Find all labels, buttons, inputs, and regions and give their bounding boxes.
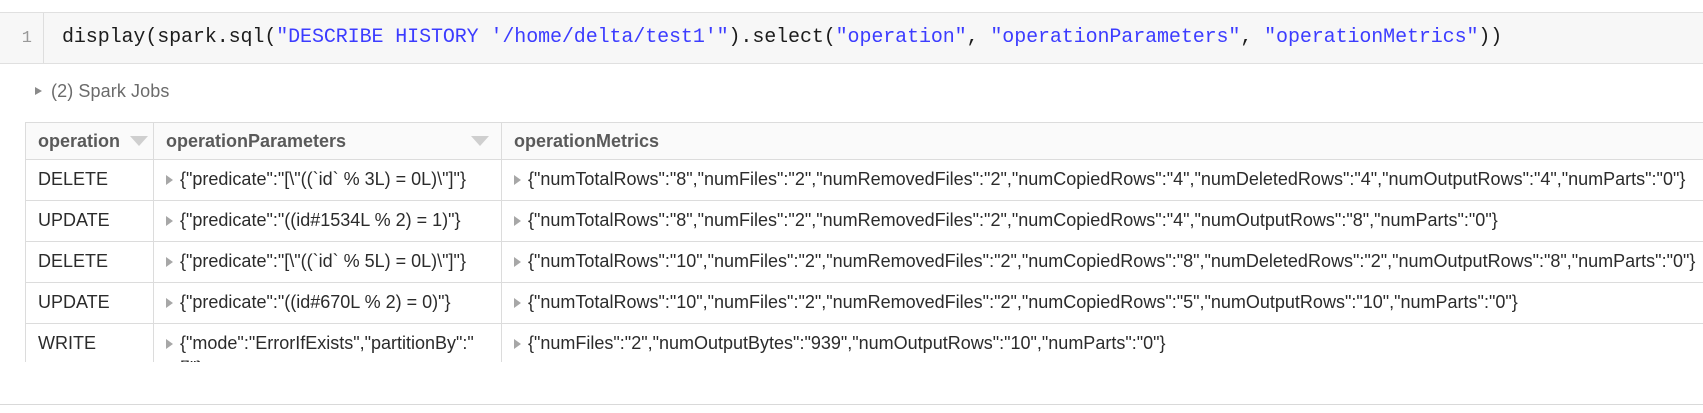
cell-operationParameters[interactable]: {"predicate":"((id#670L % 2) = 0)"} (153, 282, 502, 324)
cell-value: {"predicate":"[\"((`id` % 5L) = 0L)\"]"} (180, 251, 466, 271)
cell-value: {"numTotalRows":"10","numFiles":"2","num… (528, 251, 1696, 271)
triangle-right-icon[interactable] (514, 175, 521, 185)
triangle-right-icon[interactable] (166, 298, 173, 308)
table-row[interactable]: UPDATE {"predicate":"((id#1534L % 2) = 1… (25, 200, 1703, 242)
triangle-right-icon[interactable] (514, 339, 521, 349)
code-token-6: , (1240, 26, 1265, 49)
table-row[interactable]: DELETE {"predicate":"[\"((`id` % 3L) = 0… (25, 159, 1703, 201)
cell-operationParameters[interactable]: {"mode":"ErrorIfExists","partitionBy":"[… (153, 323, 502, 362)
column-header-operationMetrics[interactable]: operationMetrics (501, 122, 1703, 160)
column-header-label: operationMetrics (514, 130, 660, 151)
table-row[interactable]: WRITE {"mode":"ErrorIfExists","partition… (25, 323, 1703, 362)
cell-value: {"predicate":"[\"((`id` % 3L) = 0L)\"]"} (180, 169, 466, 189)
table-body: DELETE {"predicate":"[\"((`id` % 3L) = 0… (25, 159, 1703, 362)
table-row[interactable]: DELETE {"predicate":"[\"((`id` % 5L) = 0… (25, 241, 1703, 283)
cell-operationMetrics[interactable]: {"numFiles":"2","numOutputBytes":"939","… (501, 323, 1703, 362)
cell-operationParameters[interactable]: {"predicate":"((id#1534L % 2) = 1)"} (153, 200, 502, 242)
code-line-number: 1 (0, 13, 44, 63)
cell-operation: DELETE (25, 241, 154, 283)
code-token-1: "DESCRIBE HISTORY '/home/delta/test1'" (276, 26, 729, 49)
cell-operationMetrics[interactable]: {"numTotalRows":"10","numFiles":"2","num… (501, 241, 1703, 283)
spark-jobs-label: (2) Spark Jobs (51, 80, 170, 101)
cell-value: {"numTotalRows":"8","numFiles":"2","numR… (528, 169, 1686, 189)
column-header-operationParameters[interactable]: operationParameters (153, 122, 502, 160)
code-token-7: "operationMetrics" (1264, 26, 1479, 49)
spark-jobs-toggle[interactable]: (2) Spark Jobs (35, 78, 169, 104)
triangle-right-icon[interactable] (166, 175, 173, 185)
cell-value: {"numTotalRows":"8","numFiles":"2","numR… (528, 210, 1498, 230)
cell-operation: UPDATE (25, 282, 154, 324)
cell-value: {"numTotalRows":"10","numFiles":"2","num… (528, 292, 1518, 312)
cell-value: {"numFiles":"2","numOutputBytes":"939","… (528, 333, 1166, 353)
table-header-row: operation operationParameters operationM… (25, 122, 1703, 160)
triangle-right-icon[interactable] (514, 216, 521, 226)
column-header-label: operationParameters (166, 130, 347, 151)
table-row[interactable]: UPDATE {"predicate":"((id#670L % 2) = 0)… (25, 282, 1703, 324)
chevron-down-icon[interactable] (130, 136, 149, 146)
results-table-container[interactable]: operation operationParameters operationM… (25, 122, 1703, 362)
cell-operationMetrics[interactable]: {"numTotalRows":"10","numFiles":"2","num… (501, 282, 1703, 324)
cell-operationMetrics[interactable]: {"numTotalRows":"8","numFiles":"2","numR… (501, 200, 1703, 242)
code-token-3: "operation" (835, 26, 967, 49)
notebook-code-cell[interactable]: 1 display(spark.sql("DESCRIBE HISTORY '/… (0, 12, 1703, 64)
column-header-operation[interactable]: operation (25, 122, 154, 160)
triangle-right-icon[interactable] (514, 257, 521, 267)
page-bottom-divider (0, 404, 1703, 405)
cell-operation: WRITE (25, 323, 154, 362)
cell-operationMetrics[interactable]: {"numTotalRows":"8","numFiles":"2","numR… (501, 159, 1703, 201)
cell-value: {"predicate":"((id#1534L % 2) = 1)"} (180, 210, 461, 230)
cell-operation: UPDATE (25, 200, 154, 242)
code-token-2: ).select( (728, 26, 836, 49)
code-token-5: "operationParameters" (990, 26, 1241, 49)
cell-value: {"predicate":"((id#670L % 2) = 0)"} (180, 292, 451, 312)
cell-operationParameters[interactable]: {"predicate":"[\"((`id` % 3L) = 0L)\"]"} (153, 159, 502, 201)
cell-operation: DELETE (25, 159, 154, 201)
chevron-down-icon[interactable] (471, 136, 489, 146)
code-token-0: display(spark.sql( (62, 26, 277, 49)
triangle-right-icon[interactable] (166, 257, 173, 267)
code-token-8: )) (1478, 26, 1503, 49)
column-header-label: operation (38, 130, 121, 151)
cell-value: {"mode":"ErrorIfExists","partitionBy":"[… (180, 333, 474, 362)
cell-operationParameters[interactable]: {"predicate":"[\"((`id` % 5L) = 0L)\"]"} (153, 241, 502, 283)
triangle-right-icon[interactable] (166, 339, 173, 349)
code-editor-line[interactable]: display(spark.sql("DESCRIBE HISTORY '/ho… (44, 25, 1703, 51)
results-table: operation operationParameters operationM… (25, 122, 1703, 362)
triangle-right-icon (35, 87, 42, 95)
triangle-right-icon[interactable] (514, 298, 521, 308)
code-token-4: , (966, 26, 991, 49)
triangle-right-icon[interactable] (166, 216, 173, 226)
